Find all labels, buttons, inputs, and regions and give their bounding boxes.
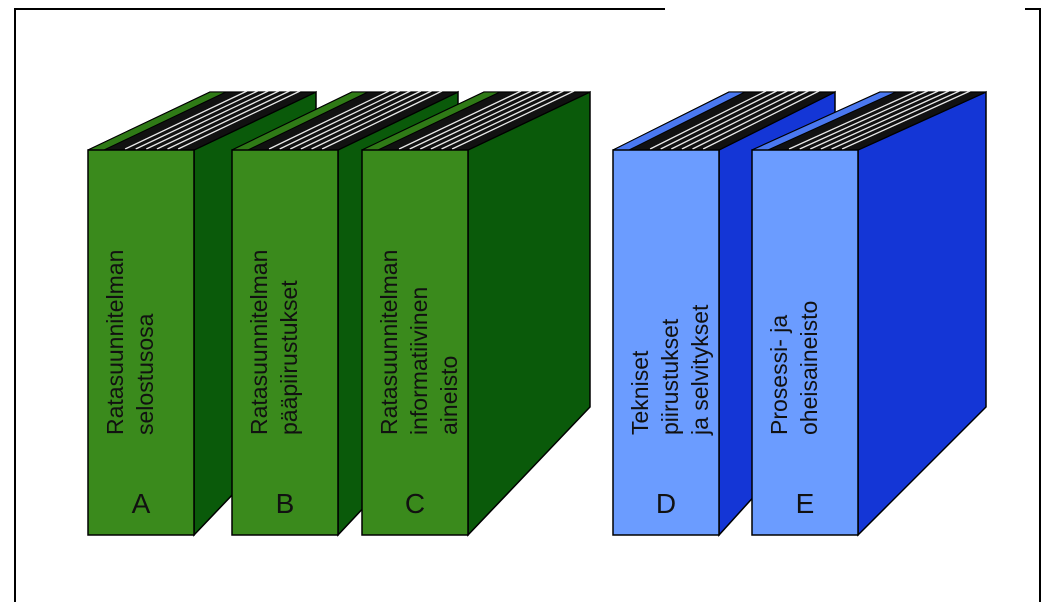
binder-title-line: Ratasuunnitelman xyxy=(102,250,128,435)
binder-spine-a xyxy=(87,149,195,536)
binder-title-line: selostusosa xyxy=(132,313,158,435)
binder-letter: A xyxy=(132,488,151,519)
binder-spine-e xyxy=(751,149,859,536)
binder-title-line: Prosessi- ja xyxy=(766,315,792,435)
binder-cover-c xyxy=(467,90,591,537)
binder-title-line: pääpiirustukset xyxy=(276,280,302,435)
binder-title-line: piirustukset xyxy=(657,318,683,435)
frame-gap xyxy=(665,6,1025,12)
binder-letter: E xyxy=(796,488,815,519)
binder-letter: C xyxy=(405,488,425,519)
binder-title-line: oheisaineisto xyxy=(796,301,822,435)
diagram-frame xyxy=(14,8,1041,602)
binder-title-line: Ratasuunnitelman xyxy=(376,250,402,435)
binder-title-line: ja selvitykset xyxy=(687,304,713,436)
binder-spine-c xyxy=(361,149,469,536)
binder-cover-e xyxy=(857,90,987,537)
binder-title-line: Tekniset xyxy=(627,350,653,435)
binder-title-line: aineisto xyxy=(436,356,462,435)
binder-title-line: informatiivinen xyxy=(406,287,432,435)
binder-spine-d xyxy=(612,149,720,536)
binder-letter: D xyxy=(656,488,676,519)
binder-spine-b xyxy=(231,149,339,536)
binder-title-line: Ratasuunnitelman xyxy=(246,250,272,435)
binder-letter: B xyxy=(276,488,295,519)
